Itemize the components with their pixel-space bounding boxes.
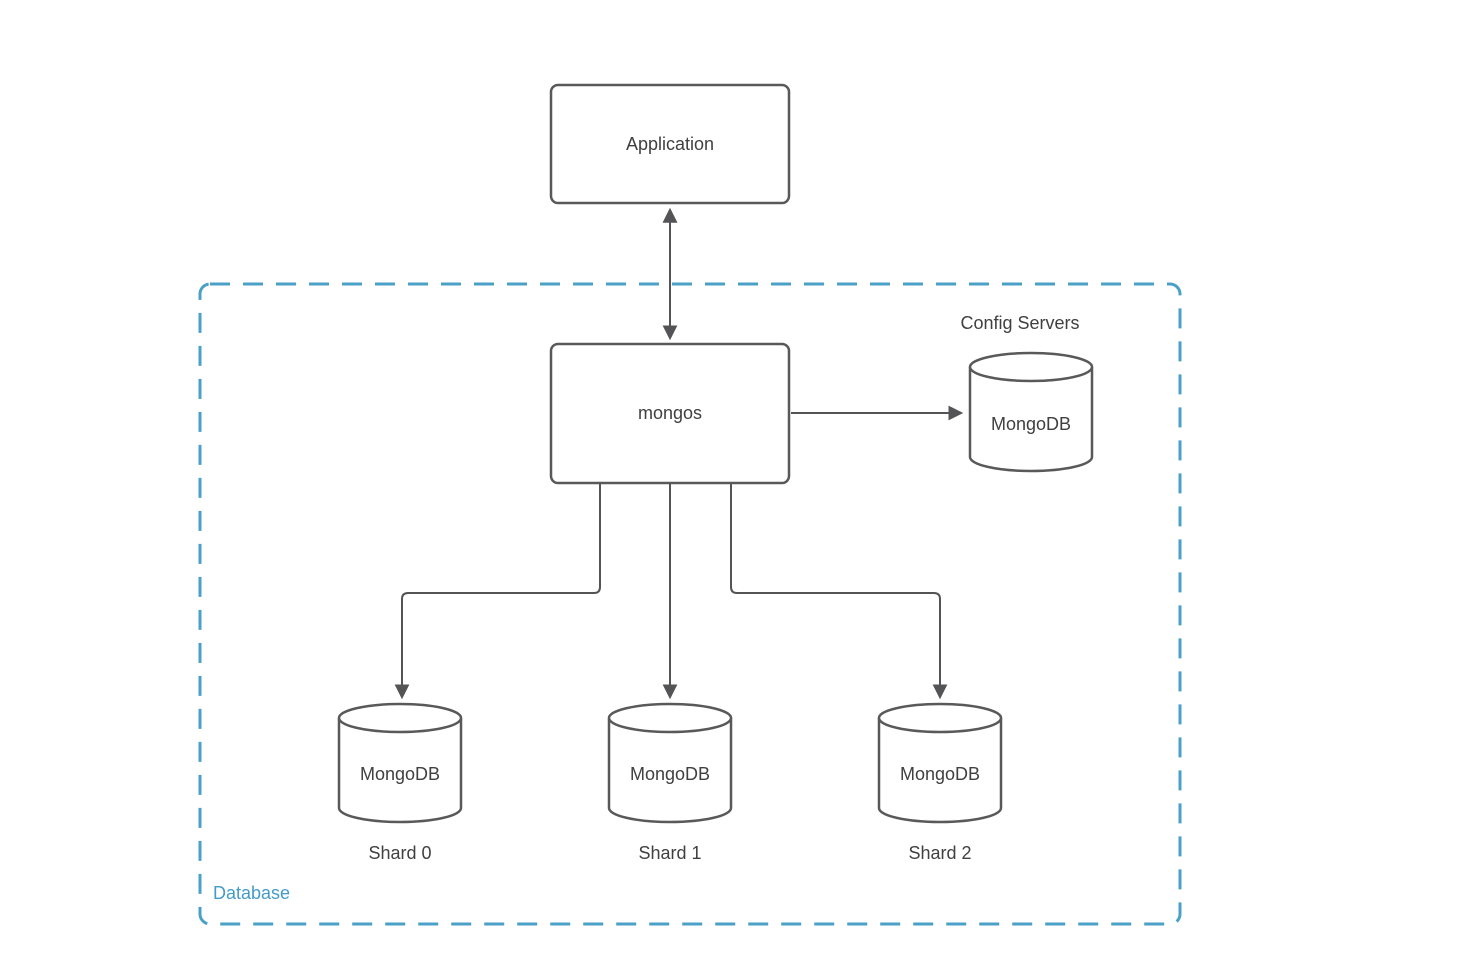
database-container-label: Database xyxy=(213,883,290,903)
connector-mongos-shard2 xyxy=(730,484,948,700)
application-box xyxy=(549,83,791,205)
mongos-label: mongos xyxy=(638,403,702,423)
shard2-cylinder-icon xyxy=(877,702,1003,824)
shard0-db-label: MongoDB xyxy=(360,764,440,784)
shard2-caption: Shard 2 xyxy=(908,843,971,863)
config-servers-title: Config Servers xyxy=(960,313,1079,333)
config-server-db-label: MongoDB xyxy=(991,414,1071,434)
database-container: Database xyxy=(198,282,1182,926)
shard1-db-label: MongoDB xyxy=(630,764,710,784)
shard1-node: MongoDB Shard 1 xyxy=(607,702,733,863)
connector-mongos-shard0 xyxy=(394,484,601,700)
database-container-border xyxy=(198,282,1182,926)
mongos-node: mongos xyxy=(549,342,791,485)
shard2-db-label: MongoDB xyxy=(900,764,980,784)
config-server-cylinder-icon xyxy=(968,351,1094,473)
shard2-node: MongoDB Shard 2 xyxy=(877,702,1003,863)
shard0-cylinder-icon xyxy=(337,702,463,824)
shard0-node: MongoDB Shard 0 xyxy=(337,702,463,863)
config-servers-node: Config Servers MongoDB xyxy=(960,313,1094,473)
shard0-caption: Shard 0 xyxy=(368,843,431,863)
mongos-box xyxy=(549,342,791,485)
application-node: Application xyxy=(549,83,791,205)
application-label: Application xyxy=(626,134,714,154)
shard1-cylinder-icon xyxy=(607,702,733,824)
shard1-caption: Shard 1 xyxy=(638,843,701,863)
